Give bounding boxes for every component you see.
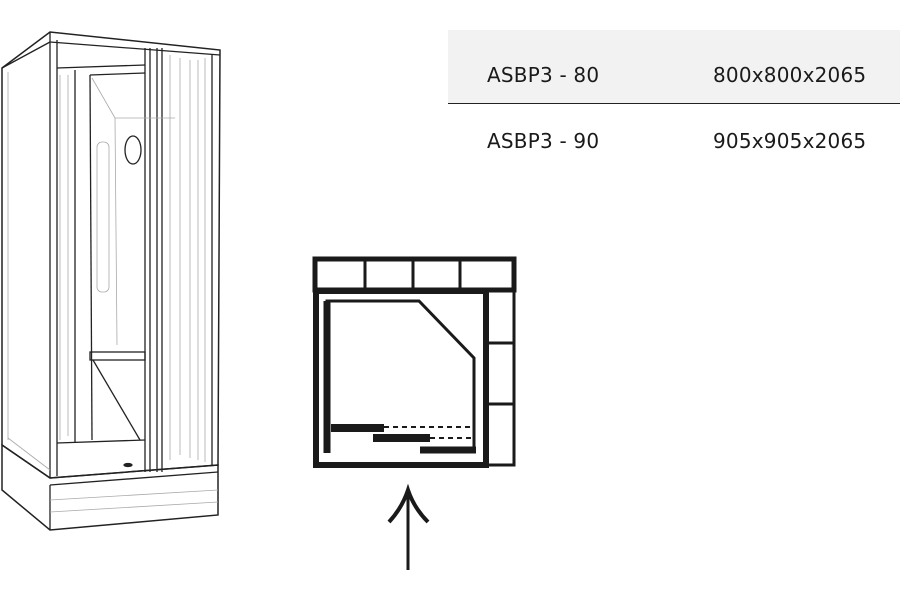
- model-name: ASBP3 - 80: [487, 63, 600, 87]
- table-row: ASBP3 - 80 800x800x2065: [448, 30, 900, 104]
- table-row: ASBP3 - 90 905x905x2065: [448, 104, 900, 174]
- model-name: ASBP3 - 90: [487, 129, 600, 153]
- model-dimensions-table: ASBP3 - 80 800x800x2065 ASBP3 - 90 905x9…: [448, 30, 900, 174]
- entrance-arrow-icon: [387, 483, 430, 570]
- shower-cabin-illustration: [1, 31, 221, 531]
- model-dimensions: 800x800x2065: [713, 63, 867, 87]
- model-dimensions: 905x905x2065: [713, 129, 867, 153]
- floor-plan-diagram: [312, 256, 517, 468]
- shower-cabin-thin-lines: [7, 55, 219, 513]
